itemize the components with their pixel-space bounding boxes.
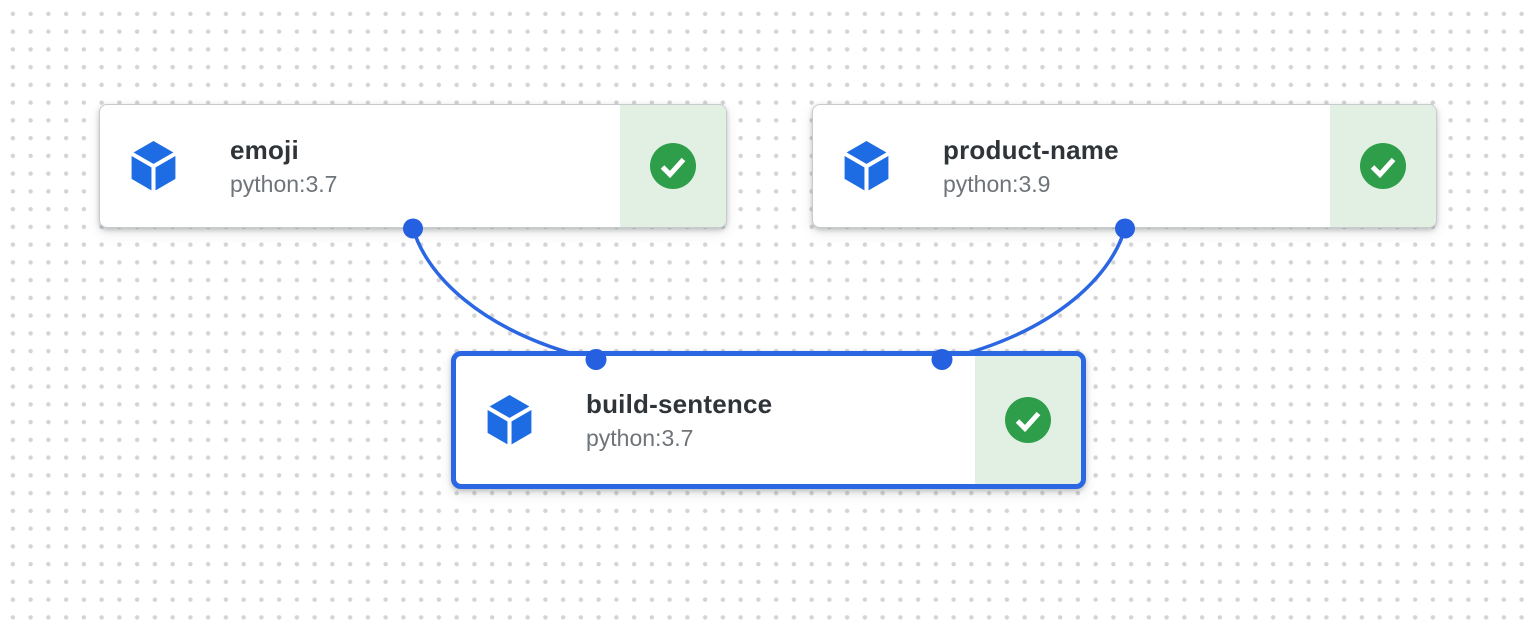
node-card-build-sentence[interactable]: build-sentence python:3.7 [451, 351, 1086, 489]
node-card-emoji[interactable]: emoji python:3.7 [99, 104, 727, 228]
status-section [975, 356, 1081, 484]
status-section [1330, 105, 1436, 227]
node-card-product-name[interactable]: product-name python:3.9 [812, 104, 1437, 228]
node-text: emoji python:3.7 [230, 135, 337, 198]
node-text: product-name python:3.9 [943, 135, 1119, 198]
node-text: build-sentence python:3.7 [586, 389, 772, 452]
component-cube-icon [485, 394, 534, 447]
node-body: product-name python:3.9 [813, 105, 1330, 227]
component-cube-icon [129, 140, 178, 193]
edge-emoji-to-build-sentence [411, 227, 597, 362]
edge-product-name-to-build-sentence [941, 227, 1127, 362]
success-check-icon [1005, 397, 1051, 443]
success-check-icon [650, 143, 696, 189]
component-cube-icon [842, 140, 891, 193]
node-title: emoji [230, 134, 299, 165]
node-subtitle: python:3.7 [230, 170, 338, 197]
node-subtitle: python:3.9 [943, 170, 1051, 197]
node-body: build-sentence python:3.7 [456, 356, 975, 484]
node-subtitle: python:3.7 [586, 424, 694, 451]
node-body: emoji python:3.7 [100, 105, 620, 227]
node-title: product-name [943, 134, 1119, 165]
node-title: build-sentence [586, 388, 773, 419]
status-section [620, 105, 726, 227]
success-check-icon [1360, 143, 1406, 189]
